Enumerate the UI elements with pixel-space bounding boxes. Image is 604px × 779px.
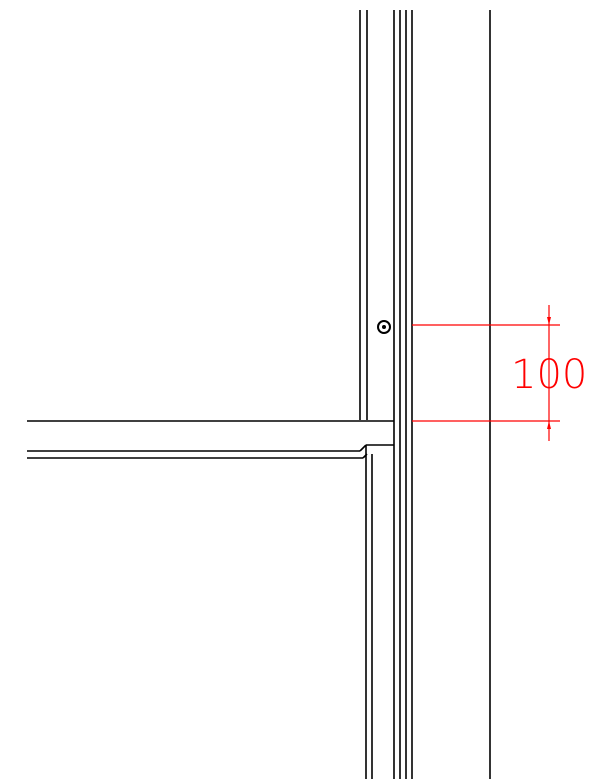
- screw-symbol: [377, 320, 391, 334]
- dimension-value-label: 100: [511, 352, 587, 398]
- upper-vertical-member: [359, 10, 368, 420]
- main-vertical-member: [393, 10, 413, 779]
- dimension-arrow-top: [547, 317, 551, 325]
- lower-vertical-member: [359, 444, 394, 779]
- dimension-arrow-bottom: [547, 421, 551, 429]
- dimension-annotation: 100: [412, 305, 587, 441]
- horizontal-member: [27, 420, 394, 459]
